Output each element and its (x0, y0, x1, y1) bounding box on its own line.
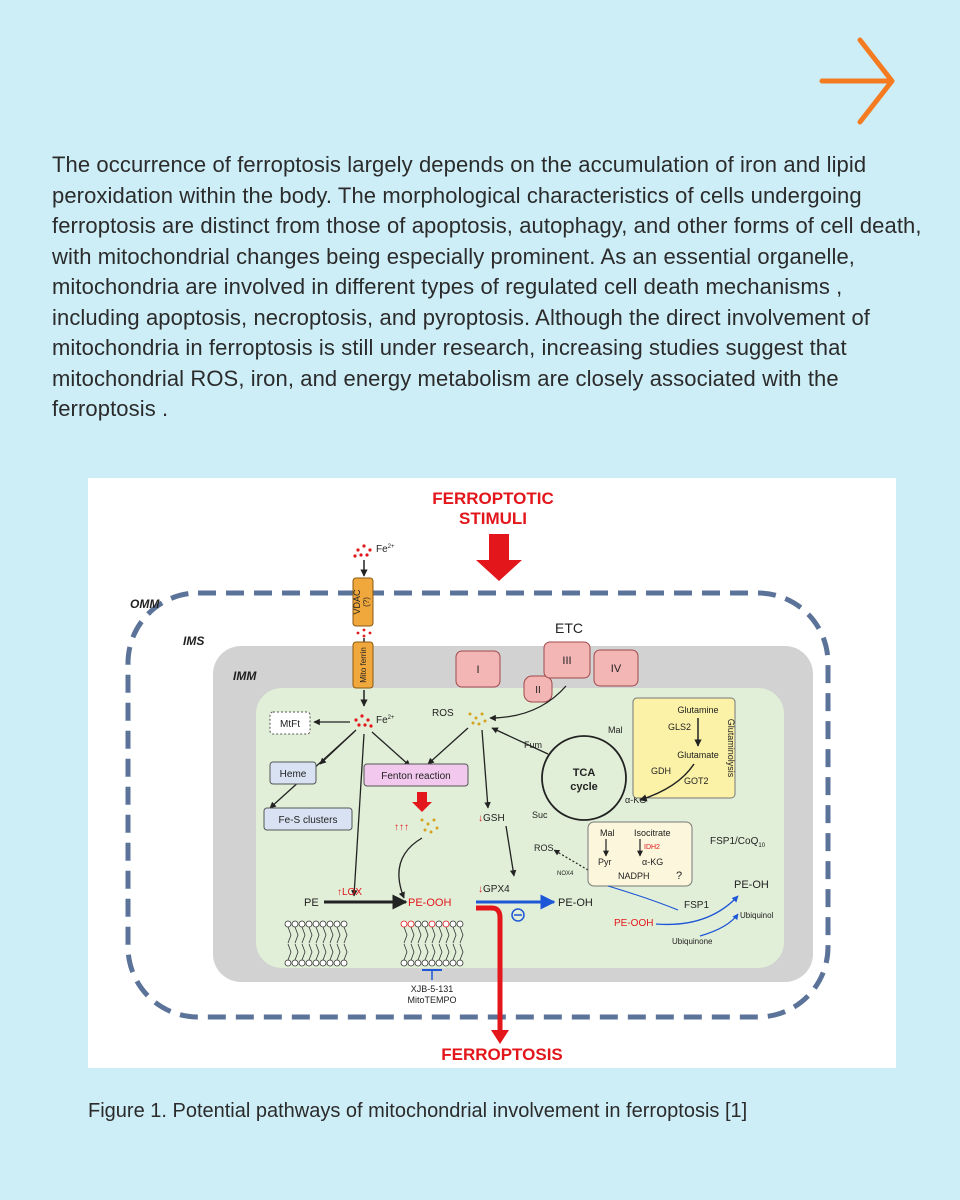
complex-2-label: II (535, 685, 541, 696)
isocitrate-label: Isocitrate (634, 828, 671, 838)
fum-label: Fum (524, 740, 542, 750)
lox-label: LOX (342, 887, 362, 898)
stimuli-arrow (476, 534, 522, 581)
fe-sup-label: 2+ (388, 544, 395, 550)
fe-sup-label: 2+ (388, 715, 395, 721)
peoh2-label: PE-OH (734, 879, 769, 891)
pathway-figure: FERROPTOTIC STIMULI OMM IMS IMM Fe2+ VDA… (88, 478, 896, 1068)
iron-dots-top (353, 544, 372, 558)
lox-label: ↑LOX (337, 887, 362, 898)
complex-ii (523, 675, 553, 703)
vdac-q-label: (?) (362, 597, 371, 607)
omm-label: OMM (130, 597, 160, 611)
glutaminolysis-label: Glutaminolysis (726, 719, 736, 778)
ferroptosis-pathway-diagram: FERROPTOTIC STIMULI OMM IMS IMM Fe2+ VDA… (125, 489, 831, 1064)
fe-matrix-label: Fe2+ (376, 715, 395, 726)
mal-label: Mal (608, 725, 623, 735)
fsp1coq-label: FSP1/CoQ10 (710, 836, 766, 849)
mtft-label: MtFt (280, 719, 300, 730)
peooh-label: PE-OOH (408, 897, 451, 909)
gsh-label: ↓GSH (478, 813, 505, 824)
etc-label: ETC (555, 620, 583, 636)
ubiquinone-label: Ubiquinone (672, 937, 713, 946)
idh2-label: IDH2 (644, 844, 660, 851)
ferroptosis-label: FERROPTOSIS (441, 1045, 563, 1064)
gpx4-label: GPX4 (483, 884, 510, 895)
pe-label: PE (304, 897, 319, 909)
nadph-label: NADPH (618, 871, 650, 881)
complex-iv (593, 649, 639, 687)
svg-text:↑↑↑: ↑↑↑ (394, 822, 409, 833)
heme-box (269, 761, 317, 785)
q-label: ? (676, 870, 682, 882)
mal2-label: Mal (600, 828, 615, 838)
ros-dots (468, 712, 487, 726)
pyr-label: Pyr (598, 857, 612, 867)
imm-label: IMM (233, 669, 257, 683)
peooh2-label: PE-OOH (614, 918, 653, 929)
mitoferrin-label: Mito ferrin (359, 647, 368, 683)
gdh-label: GDH (651, 766, 671, 776)
outer-membrane (125, 590, 831, 1020)
fsp1-label: FSP1 (684, 900, 709, 911)
gsh-label: GSH (483, 813, 505, 824)
tca-1-label: TCA (573, 767, 596, 779)
arrow-right-icon[interactable] (818, 34, 902, 128)
fsp1coq-label: FSP1/CoQ (710, 836, 759, 847)
nox4-label: NOX4 (557, 871, 574, 877)
gpx4-label: ↓GPX4 (478, 884, 510, 895)
glutamate-label: Glutamate (677, 750, 719, 760)
fe-top-label: Fe (376, 544, 388, 555)
akg2-label: α-KG (642, 857, 663, 867)
fes-label: Fe-S clusters (279, 815, 338, 826)
coq-sub-label: 10 (758, 843, 765, 849)
ferroptosis-arrow (476, 905, 503, 1034)
heme-label: Heme (280, 769, 307, 780)
complex-1-label: I (476, 664, 479, 676)
peoh-label: PE-OH (558, 897, 593, 909)
ubiquinol-label: Ubiquinol (740, 911, 774, 920)
complex-i (455, 650, 501, 688)
complex-4-label: IV (611, 663, 622, 675)
complex-iii (543, 641, 591, 679)
ros-dots-lower (420, 818, 439, 834)
vdac-label: VDAC (352, 589, 362, 615)
mtft-box (269, 711, 311, 735)
glutaminolysis-box (632, 697, 736, 799)
fenton-box (363, 763, 469, 787)
glutamine-label: Glutamine (677, 705, 718, 715)
ims-label: IMS (183, 634, 204, 648)
fe-top-label: Fe2+ (376, 544, 395, 555)
lipid-bilayer-left (284, 920, 348, 967)
stimuli-label-2: STIMULI (459, 509, 527, 528)
gls2-label: GLS2 (668, 722, 691, 732)
ros-label: ROS (432, 708, 454, 719)
fenton-label: Fenton reaction (381, 771, 451, 782)
fe-matrix-label: Fe (376, 715, 388, 726)
lipid-bilayer-right (400, 920, 464, 967)
stimuli-label: FERROPTOTIC (432, 489, 554, 508)
figure-caption: Figure 1. Potential pathways of mitochon… (88, 1100, 748, 1122)
vdac-channel (352, 577, 374, 627)
suc-label: Suc (532, 810, 548, 820)
got2-label: GOT2 (684, 776, 709, 786)
ros2-label: ROS (534, 843, 554, 853)
complex-3-label: III (562, 655, 571, 667)
iron-dots-matrix (354, 714, 373, 728)
mitoferrin-channel (352, 641, 374, 689)
akg-label: α-KG (625, 795, 646, 805)
tca-2-label: cycle (570, 781, 598, 793)
body-paragraph: The occurrence of ferroptosis largely de… (52, 152, 922, 421)
mitotempo-label: MitoTEMPO (407, 995, 456, 1005)
fes-box (263, 807, 353, 831)
tca-cycle (541, 735, 627, 821)
xjb-label: XJB-5-131 (411, 984, 454, 994)
